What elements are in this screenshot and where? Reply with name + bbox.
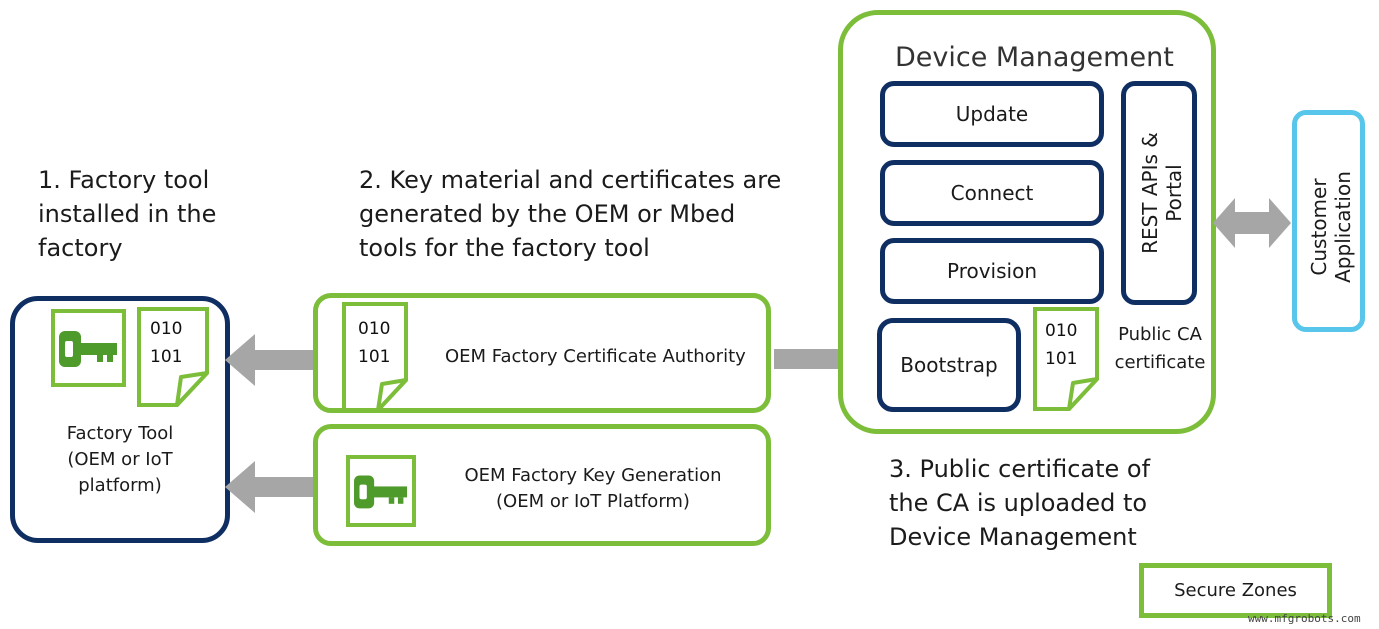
oem-keygen-box: OEM Factory Key Generation (OEM or IoT P… <box>313 424 771 546</box>
oem-keygen-label: OEM Factory Key Generation (OEM or IoT P… <box>464 465 722 512</box>
module-connect: Connect <box>880 160 1104 226</box>
arrow-left-keygen <box>225 461 315 513</box>
key-icon <box>59 331 117 367</box>
document-icon <box>137 307 209 407</box>
oem-ca-binary: 010 101 <box>358 319 391 367</box>
legend-secure-zones: Secure Zones <box>1139 563 1332 618</box>
watermark: www.mfgrobots.com <box>1248 612 1361 625</box>
customer-application-box: Customer Application <box>1292 110 1365 332</box>
oem-keygen-key-frame <box>346 455 416 527</box>
module-bootstrap: Bootstrap <box>877 318 1021 412</box>
oem-ca-box: 010 101 OEM Factory Certificate Authorit… <box>313 293 771 413</box>
step1-caption: 1. Factory tool installed in the factory <box>38 166 217 262</box>
step3-caption: 3. Public certificate of the CA is uploa… <box>889 455 1151 551</box>
customer-application-label: Customer Application <box>1307 171 1355 283</box>
public-ca-binary: 010 101 <box>1045 321 1078 369</box>
public-ca-label: Public CA certificate <box>1114 324 1206 373</box>
device-management-box: Device Management Update Connect Provisi… <box>838 10 1216 434</box>
document-icon <box>1033 307 1099 411</box>
rest-apis-portal-label: REST APIs & Portal <box>1138 132 1186 254</box>
arrow-double <box>1213 198 1291 248</box>
arrow-left-ca <box>225 334 315 386</box>
factory-tool-key-frame <box>51 309 126 387</box>
module-provision: Provision <box>880 238 1104 304</box>
key-icon <box>354 475 408 509</box>
device-management-title: Device Management <box>895 42 1174 73</box>
factory-tool-label: Factory Tool (OEM or IoT platform) <box>66 423 174 496</box>
module-update: Update <box>880 81 1104 147</box>
rest-apis-portal: REST APIs & Portal <box>1121 81 1197 305</box>
factory-tool-box: 010 101 Factory Tool (OEM or IoT platfor… <box>10 296 230 543</box>
document-icon <box>342 302 408 412</box>
step2-caption: 2. Key material and certificates are gen… <box>359 166 782 262</box>
oem-ca-label: OEM Factory Certificate Authority <box>445 346 746 367</box>
factory-tool-binary: 010 101 <box>150 319 183 367</box>
